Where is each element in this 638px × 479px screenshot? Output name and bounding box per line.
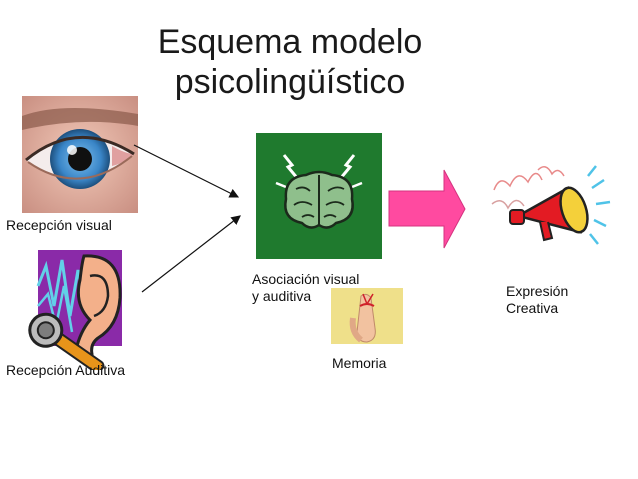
brain-icon: [256, 133, 382, 259]
title-line-1: Esquema modelo: [157, 23, 423, 61]
expression-label: Expresión Creativa: [506, 283, 568, 317]
association-label-line1: Asociación visual: [252, 271, 360, 287]
memory-label: Memoria: [332, 355, 387, 371]
expression-label-line2: Creativa: [506, 300, 559, 316]
arrow-auditory-to-association: [141, 215, 241, 293]
diagram-title: Esquema modelo psicolingüístico: [120, 22, 460, 102]
eye-icon: [22, 96, 138, 213]
finger-string-icon: [331, 288, 403, 344]
reception-visual-label: Recepción visual: [6, 217, 112, 233]
arrow-visual-to-association: [133, 144, 240, 198]
ear-icon: [24, 246, 124, 370]
association-label-line2: y auditiva: [252, 288, 312, 304]
association-label: Asociación visual y auditiva: [252, 271, 359, 305]
title-line-2: psicolingüístico: [174, 63, 406, 101]
expression-label-line1: Expresión: [506, 283, 569, 299]
reception-auditory-label: Recepción Auditiva: [6, 362, 126, 378]
big-arrow-to-expression: [388, 169, 466, 249]
megaphone-icon: [488, 160, 616, 250]
